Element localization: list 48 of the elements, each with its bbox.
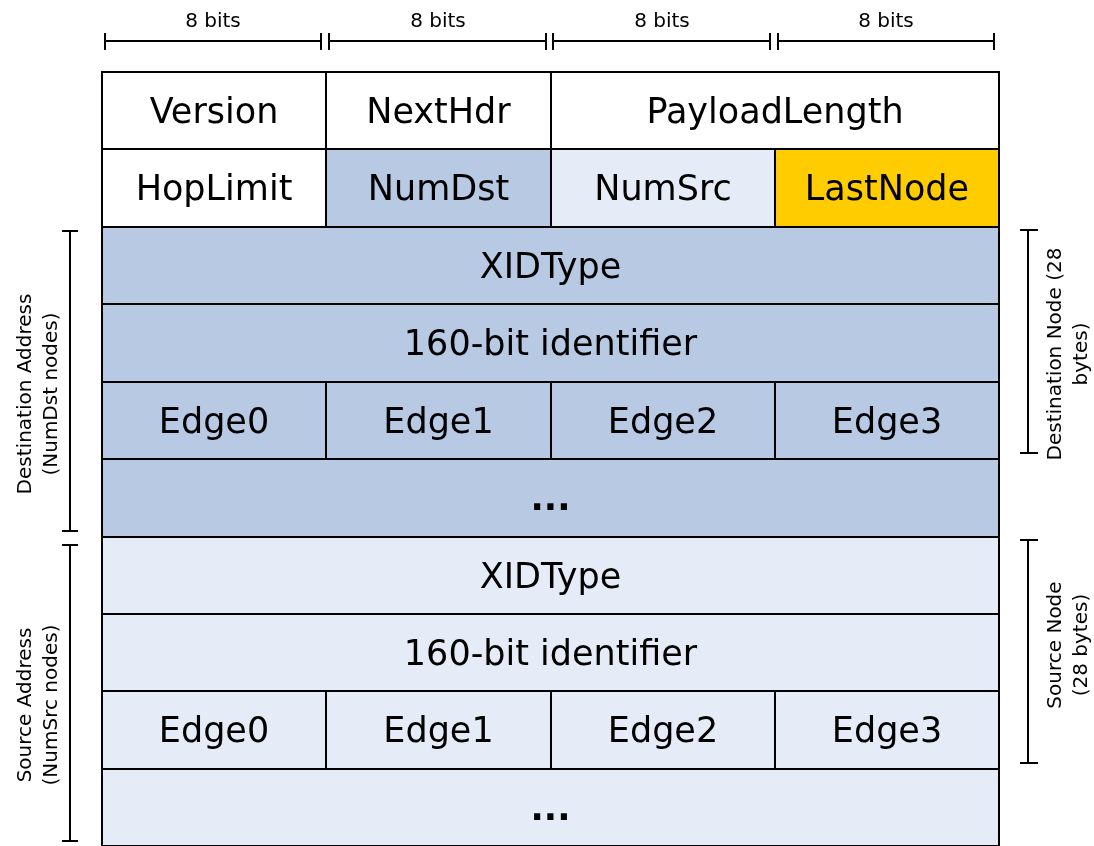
bracket-label: Source Address (NumSrc nodes): [11, 623, 63, 788]
field-cell: [101, 768, 1000, 846]
field-name: Edge3: [831, 710, 943, 750]
field-name: Edge3: [831, 400, 943, 441]
dimension-label: 8 bits: [184, 7, 242, 33]
bracket-label: Source Node (28 bytes): [1040, 580, 1092, 711]
field-name: HopLimit: [135, 168, 293, 208]
field-cell: [101, 613, 1000, 692]
field-cell: [101, 381, 327, 460]
dimension-label: 8 bits: [409, 7, 467, 33]
field-cell: [774, 148, 1000, 228]
field-name: LastNode: [804, 168, 970, 208]
dimension-label: 8 bits: [633, 7, 691, 33]
field-name: Edge0: [158, 400, 270, 441]
field-cell: [101, 71, 327, 150]
field-cell: [325, 381, 552, 460]
field-name: Version: [149, 90, 279, 131]
field-name: NumSrc: [594, 168, 732, 208]
field-name: NumDst: [367, 168, 510, 208]
field-name: 160-bit identifier: [403, 632, 698, 673]
field-cell: [550, 690, 776, 770]
field-name: ...: [530, 478, 571, 518]
bracket-label: Destination Node (28 bytes): [1040, 246, 1092, 462]
field-cell: [101, 458, 1000, 538]
field-cell: [101, 303, 1000, 383]
field-cell: [550, 71, 1000, 150]
field-cell: [101, 226, 1000, 305]
bracket-label: Destination Address (NumDst nodes): [11, 292, 63, 497]
field-cell: [550, 148, 776, 228]
field-name: Edge2: [607, 710, 719, 750]
field-cell: [774, 381, 1000, 460]
field-cell: [774, 690, 1000, 770]
field-name: XIDType: [479, 245, 622, 286]
field-name: NextHdr: [366, 90, 511, 131]
field-name: XIDType: [479, 555, 622, 596]
field-name: ...: [530, 787, 571, 828]
field-name: Edge1: [383, 710, 494, 750]
field-name: PayloadLength: [646, 90, 904, 131]
dimension-label: 8 bits: [857, 7, 915, 33]
field-name: 160-bit identifier: [403, 323, 698, 363]
field-cell: [325, 148, 552, 228]
field-cell: [550, 381, 776, 460]
field-name: Edge1: [383, 400, 494, 441]
field-cell: [325, 690, 552, 770]
field-cell: [101, 536, 1000, 615]
field-cell: [101, 690, 327, 770]
field-name: Edge2: [607, 400, 719, 441]
field-name: Edge0: [158, 710, 270, 750]
